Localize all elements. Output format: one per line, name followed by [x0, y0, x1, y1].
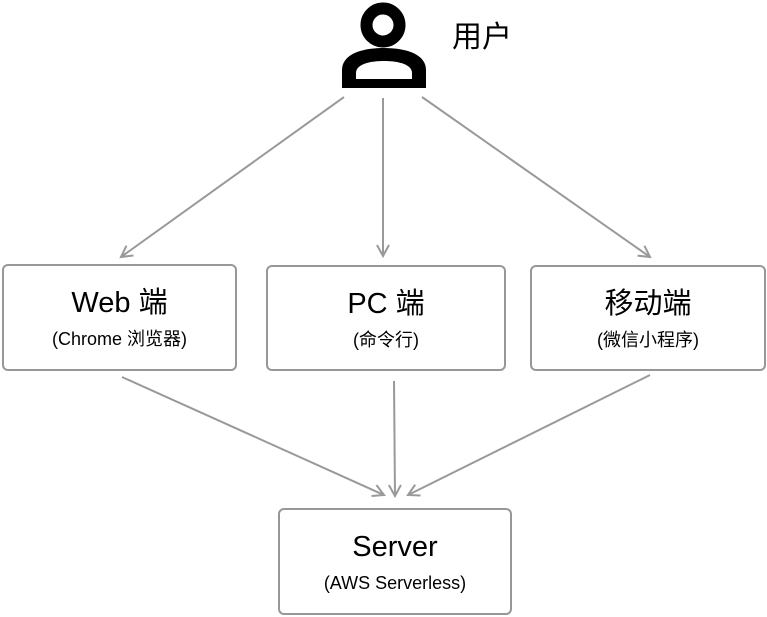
user-label: 用户	[452, 21, 512, 54]
node-pc: PC 端 (命令行)	[266, 265, 506, 371]
node-web-subtitle: (Chrome 浏览器)	[51, 329, 187, 349]
node-web: Web 端 (Chrome 浏览器)	[2, 264, 237, 371]
node-server: Server (AWS Serverless)	[278, 508, 512, 615]
node-pc-title: PC 端	[347, 287, 425, 320]
node-web-title: Web 端	[71, 287, 168, 319]
node-mobile-subtitle: (微信小程序)	[597, 329, 699, 350]
edge-pc-server	[388, 380, 402, 499]
edge-user-web	[119, 96, 345, 259]
edge-user-mobile	[421, 96, 652, 259]
person-head	[360, 2, 406, 48]
edge-web-server	[121, 376, 386, 497]
node-server-title: Server	[352, 531, 438, 563]
edge-mobile-server	[406, 374, 651, 497]
node-mobile: 移动端 (微信小程序)	[530, 265, 766, 371]
node-mobile-title: 移动端	[604, 287, 692, 320]
user-icon	[340, 2, 428, 90]
node-server-subtitle: (AWS Serverless)	[323, 573, 467, 593]
person-body-cutout	[356, 61, 412, 79]
node-pc-subtitle: (命令行)	[353, 329, 419, 350]
person-icon	[342, 2, 426, 88]
